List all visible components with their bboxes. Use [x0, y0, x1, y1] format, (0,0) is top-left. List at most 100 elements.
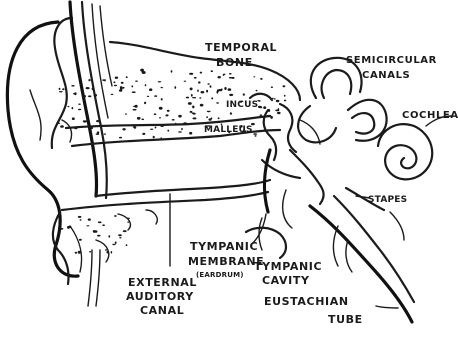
bone-texture-speck [224, 87, 226, 90]
bone-texture-speck [159, 117, 161, 119]
bone-texture-speck [218, 117, 220, 119]
bone-texture-speck [284, 95, 286, 97]
bone-texture-speck [94, 94, 97, 97]
label-incus: INCUS [226, 100, 258, 110]
bone-texture-speck [78, 216, 82, 218]
bone-texture-speck [253, 76, 255, 77]
bone-texture-speck [192, 97, 196, 98]
bone-texture-speck [135, 81, 138, 82]
bone-texture-speck [181, 128, 183, 131]
bone-texture-speck [60, 125, 64, 128]
bone-texture-speck [211, 97, 213, 99]
label-external-canal-3: CANAL [140, 304, 184, 317]
bone-texture-speck [115, 77, 118, 79]
bone-texture-speck [206, 90, 208, 93]
label-malleus: MALLEUS [204, 125, 253, 135]
bone-texture-speck [86, 225, 89, 226]
bone-texture-speck [119, 237, 121, 238]
bone-texture-speck [188, 102, 192, 105]
bone-texture-speck [271, 86, 273, 88]
bone-texture-speck [167, 130, 169, 132]
bone-texture-speck [125, 113, 127, 114]
bone-texture-speck [165, 114, 168, 116]
bone-texture-speck [137, 117, 141, 120]
label-tympanic-membrane-1: TYMPANIC [190, 240, 258, 253]
bone-texture-speck [82, 95, 86, 98]
bone-texture-speck [98, 221, 102, 223]
bone-texture-speck [218, 76, 221, 78]
bone-texture-speck [216, 102, 219, 103]
bone-texture-speck [122, 87, 124, 89]
bone-texture-speck [253, 133, 257, 135]
bone-texture-speck [96, 120, 99, 122]
bone-texture-speck [108, 235, 110, 238]
bone-texture-speck [120, 86, 123, 89]
bone-texture-speck [211, 117, 213, 119]
bone-texture-speck [83, 120, 87, 122]
bone-texture-speck [75, 252, 78, 254]
bone-texture-speck [229, 77, 232, 79]
bone-texture-speck [59, 88, 61, 90]
bone-texture-speck [80, 219, 82, 221]
bone-texture-speck [167, 110, 170, 112]
bone-texture-speck [153, 136, 155, 139]
bone-texture-speck [123, 230, 127, 232]
bone-texture-speck [178, 131, 182, 132]
bone-texture-speck [132, 91, 136, 93]
bone-texture-speck [96, 133, 100, 135]
label-tympanic-membrane-3: (EARDRUM) [196, 271, 244, 279]
bone-texture-speck [192, 113, 195, 114]
bone-texture-speck [114, 85, 117, 86]
bone-texture-speck [191, 94, 193, 97]
bone-texture-speck [145, 84, 147, 86]
bone-texture-speck [102, 224, 105, 226]
bone-texture-speck [283, 85, 286, 87]
bone-texture-speck [140, 69, 144, 72]
bone-texture-speck [275, 110, 279, 112]
bone-texture-speck [62, 88, 64, 90]
pinna [7, 18, 78, 276]
bone-texture-speck [186, 97, 189, 99]
bone-texture-speck [161, 87, 163, 88]
bone-texture-speck [126, 76, 128, 78]
bone-texture-speck [200, 104, 204, 107]
label-eustachian-2: TUBE [328, 313, 363, 326]
bone-texture-speck [189, 132, 192, 135]
bone-texture-speck [217, 91, 219, 94]
bone-texture-speck [142, 133, 145, 135]
bone-texture-speck [131, 85, 133, 87]
bone-texture-speck [274, 98, 276, 100]
bone-texture-speck [73, 93, 75, 94]
bone-texture-speck [200, 72, 202, 74]
bone-texture-speck [115, 241, 117, 244]
bone-texture-speck [114, 215, 117, 217]
bone-texture-speck [171, 70, 173, 73]
bone-texture-speck [221, 89, 223, 90]
bone-texture-speck [154, 113, 157, 115]
bone-texture-speck [60, 228, 63, 230]
bone-texture-speck [230, 112, 232, 115]
bone-texture-speck [74, 127, 77, 129]
bone-texture-speck [228, 88, 232, 91]
bone-texture-speck [88, 218, 91, 220]
bone-texture-speck [160, 125, 164, 127]
bone-texture-speck [79, 239, 82, 241]
bone-texture-speck [112, 244, 115, 245]
bone-texture-speck [90, 127, 93, 129]
label-eustachian-1: EUSTACHIAN [264, 295, 349, 308]
bone-texture-speck [141, 119, 144, 121]
bone-texture-speck [206, 116, 208, 118]
bone-texture-speck [88, 79, 90, 81]
bone-texture-speck [192, 106, 194, 109]
bone-texture-speck [197, 89, 199, 92]
bone-texture-speck [104, 133, 106, 134]
bone-texture-speck [210, 85, 212, 88]
bone-texture-speck [199, 97, 201, 99]
bone-texture-speck [111, 94, 114, 95]
bone-texture-speck [229, 94, 233, 96]
bone-texture-speck [113, 81, 115, 83]
bone-texture-speck [258, 100, 261, 102]
bone-texture-speck [72, 117, 75, 120]
